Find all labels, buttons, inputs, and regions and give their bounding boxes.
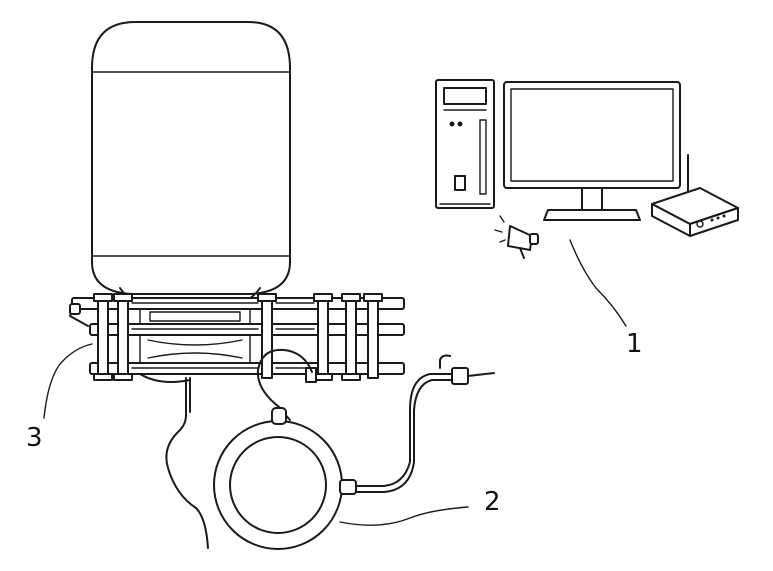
heating-coil (213, 407, 357, 550)
pc-tower (435, 79, 495, 209)
label-heating-coil: 2 (484, 487, 501, 517)
clamp-fixture (69, 293, 405, 383)
alarm-speaker (494, 215, 539, 259)
monitor (503, 81, 681, 221)
computer-system (435, 79, 739, 259)
label-computer-system: 1 (626, 329, 643, 359)
label-clamp-fixture: 3 (26, 423, 43, 453)
router (651, 154, 739, 237)
cables (165, 348, 495, 549)
leader-lines (43, 239, 627, 526)
pressure-vessel (91, 21, 291, 303)
clamp-nuts (93, 293, 383, 381)
cable-plug (451, 367, 469, 385)
